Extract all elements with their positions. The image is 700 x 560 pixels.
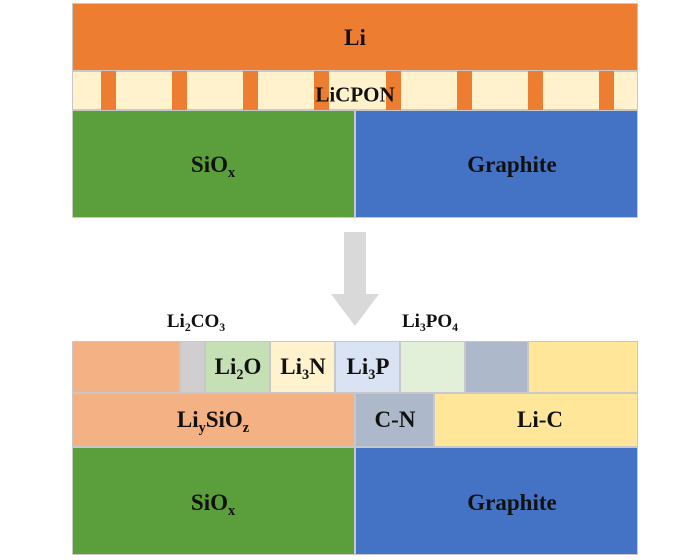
lic-label: Li-C bbox=[517, 407, 563, 432]
siox-block-top bbox=[72, 110, 355, 218]
liysioz-top-extension bbox=[72, 341, 180, 393]
li3n-block bbox=[270, 341, 335, 393]
li3n-label: Li3N bbox=[280, 354, 326, 383]
liysioz-label: LiySiOz bbox=[176, 407, 250, 436]
li-layer bbox=[72, 3, 638, 71]
li3po4-block bbox=[400, 341, 465, 393]
li-dendrite bbox=[172, 71, 187, 110]
liysioz-block bbox=[72, 393, 355, 447]
gray-blue-block bbox=[465, 341, 528, 393]
li-dendrite bbox=[386, 71, 401, 110]
li-c-top-extension bbox=[528, 341, 638, 393]
graphite-label-top: Graphite bbox=[467, 152, 557, 177]
li2o-label: Li2O bbox=[214, 354, 262, 383]
li-dendrite bbox=[243, 71, 258, 110]
cn-label: C-N bbox=[374, 407, 416, 432]
li2o-block bbox=[205, 341, 270, 393]
li-label: Li bbox=[344, 25, 366, 50]
down-arrow-icon bbox=[331, 232, 379, 326]
li3p-block bbox=[335, 341, 400, 393]
li3p-label: Li3P bbox=[346, 354, 390, 383]
li2co3-callout: Li2CO3 bbox=[166, 311, 226, 335]
graphite-block-bottom bbox=[355, 447, 638, 555]
li-dendrite bbox=[314, 71, 329, 110]
li-dendrite bbox=[528, 71, 543, 110]
siox-block-bottom bbox=[72, 447, 355, 555]
li-dendrite bbox=[101, 71, 116, 110]
siox-label-bottom: SiOx bbox=[190, 490, 236, 519]
li-dendrite bbox=[599, 71, 614, 110]
licpon-label: LiCPON bbox=[315, 82, 395, 107]
li-dendrite bbox=[457, 71, 472, 110]
cn-block bbox=[355, 393, 434, 447]
li3po4-callout: Li3PO4 bbox=[401, 311, 459, 335]
graphite-block-top bbox=[355, 110, 638, 218]
siox-label-top: SiOx bbox=[190, 152, 236, 181]
lic-block bbox=[434, 393, 638, 447]
licpon-layer bbox=[72, 71, 638, 110]
li2co3-block bbox=[180, 341, 205, 393]
graphite-label-bottom: Graphite bbox=[467, 490, 557, 515]
